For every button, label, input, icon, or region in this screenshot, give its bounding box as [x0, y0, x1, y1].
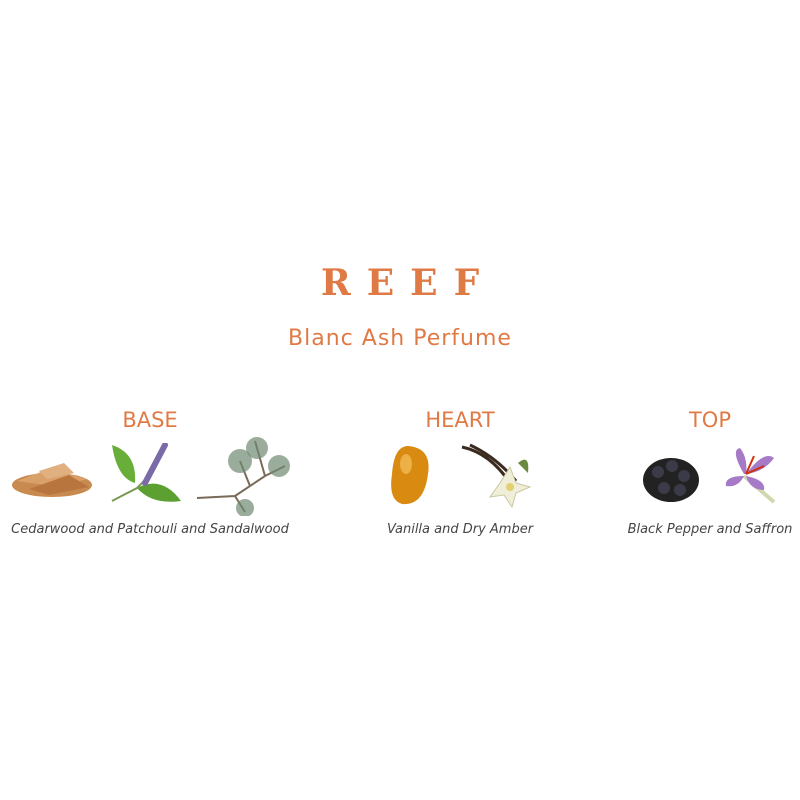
black-pepper-icon	[643, 458, 699, 502]
note-caption: Vanilla and Dry Amber	[386, 522, 534, 537]
patchouli-icon	[111, 443, 181, 502]
note-label: TOP	[688, 408, 732, 432]
product-name: Blanc Ash Perfume	[288, 326, 512, 351]
brand-title: REEF	[320, 262, 496, 304]
note-group-base: BASE Cedarwood and Patchouli and Sandalw…	[0, 408, 300, 537]
note-group-top: TOP Black Pepper and Saffron	[620, 408, 800, 537]
note-caption: Black Pepper and Saffron	[627, 522, 793, 537]
note-label: HEART	[425, 408, 495, 432]
note-group-heart: HEART Vanilla and Dry Amber	[370, 408, 550, 537]
saffron-flower-icon	[725, 448, 776, 504]
note-label: BASE	[122, 408, 178, 432]
amber-icon	[391, 446, 429, 505]
note-caption: Cedarwood and Patchouli and Sandalwood	[11, 522, 289, 537]
vanilla-flower-icon	[461, 443, 532, 509]
wood-chips-icon	[12, 463, 92, 497]
pine-branch-icon	[196, 437, 290, 516]
